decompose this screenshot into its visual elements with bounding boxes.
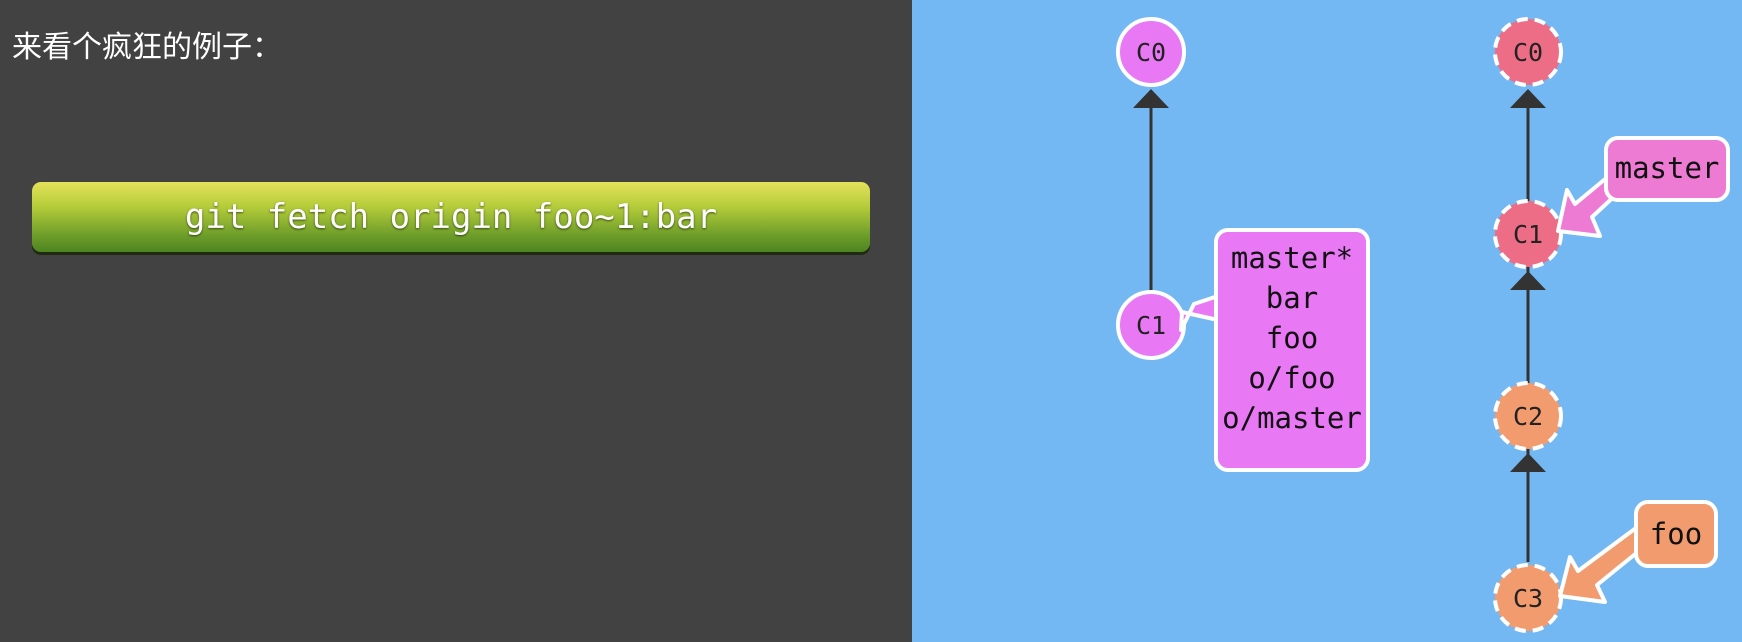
remote-commit-c1-label: C1 (1513, 220, 1543, 249)
git-diagram: C0 C1 master* bar foo o/foo o/master C0 … (912, 0, 1742, 642)
branch-master-star: master* (1231, 241, 1353, 275)
local-commit-c1[interactable]: C1 (1116, 290, 1186, 360)
local-branch-label[interactable]: master* bar foo o/foo o/master (1179, 228, 1370, 472)
local-commit-c0[interactable]: C0 (1116, 17, 1186, 87)
remote-commit-c0[interactable]: C0 (1493, 17, 1563, 87)
instruction-panel: 来看个疯狂的例子： git fetch origin foo~1:bar (12, 30, 870, 252)
remote-commit-c3-label: C3 (1513, 584, 1543, 613)
remote-commit-c3[interactable]: C3 (1493, 563, 1563, 633)
remote-arrow-c0 (1510, 89, 1546, 108)
branch-foo: foo (1266, 321, 1318, 355)
branch-bar: bar (1266, 281, 1318, 315)
remote-arrow-c2 (1510, 453, 1546, 472)
remote-commit-c0-label: C0 (1513, 38, 1543, 67)
remote-master-text: master (1615, 151, 1720, 185)
local-branch-pointer (1179, 270, 1220, 332)
remote-arrow-c1 (1510, 271, 1546, 290)
remote-foo-text: foo (1650, 517, 1702, 551)
local-arrow-c0 (1133, 89, 1169, 108)
remote-commit-c2[interactable]: C2 (1493, 381, 1563, 451)
git-tree-svg: C0 C1 master* bar foo o/foo o/master C0 … (1116, 17, 1730, 633)
branch-o-master: o/master (1222, 401, 1362, 435)
command-button[interactable]: git fetch origin foo~1:bar (32, 182, 870, 252)
intro-text: 来看个疯狂的例子： (12, 30, 282, 65)
remote-master-label[interactable]: master (1556, 136, 1730, 238)
remote-commit-c2-label: C2 (1513, 402, 1543, 431)
remote-foo-label[interactable]: foo (1558, 500, 1718, 604)
command-text: git fetch origin foo~1:bar (184, 197, 718, 237)
remote-commit-c1[interactable]: C1 (1493, 199, 1563, 269)
local-commit-c1-label: C1 (1136, 311, 1166, 340)
branch-o-foo: o/foo (1248, 361, 1335, 395)
local-commit-c0-label: C0 (1136, 38, 1166, 67)
